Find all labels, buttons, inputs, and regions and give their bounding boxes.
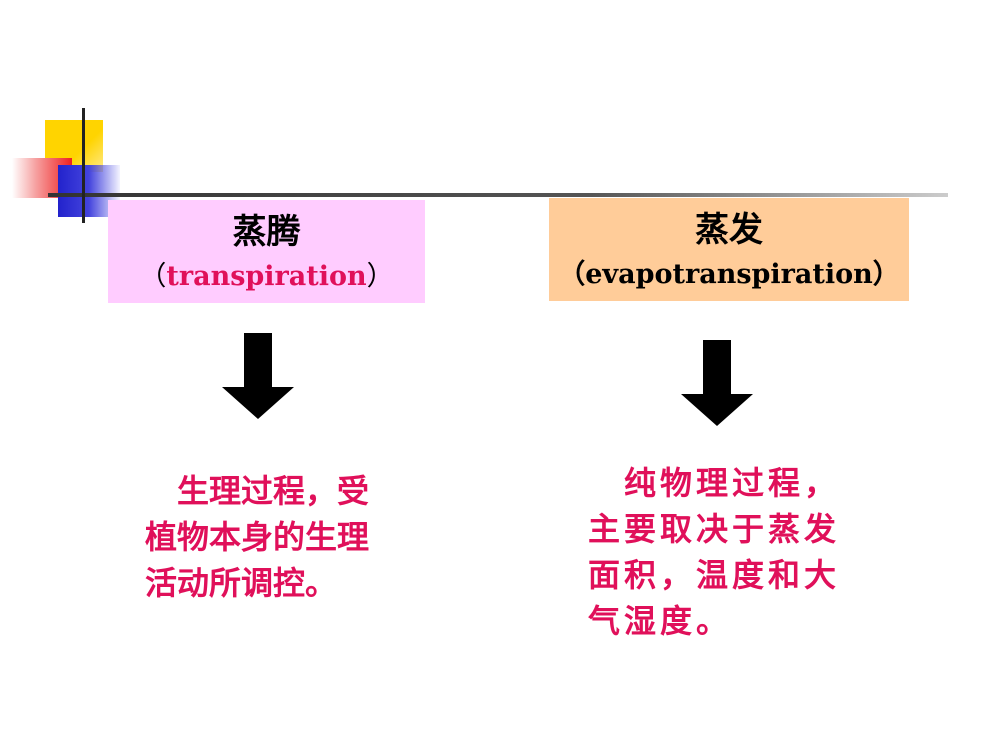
evapotranspiration-box: 蒸发 （evapotranspiration） — [549, 198, 909, 301]
desc-line: 纯物理过程， — [588, 464, 841, 502]
header-divider-line — [48, 193, 948, 197]
subtitle-open-paren: （ — [139, 261, 167, 292]
down-arrow-icon — [681, 340, 753, 426]
transpiration-box: 蒸腾 （transpiration） — [108, 200, 425, 303]
evapotranspiration-title: 蒸发 — [695, 210, 763, 250]
transpiration-title: 蒸腾 — [232, 212, 301, 252]
evapotranspiration-description: 纯物理过程， 主要取决于蒸发 面积，温度和大 气湿度。 — [588, 460, 888, 644]
desc-line: 植物本身的生理 — [145, 518, 370, 556]
transpiration-description: 生理过程，受 植物本身的生理 活动所调控。 — [145, 468, 425, 606]
down-arrow-icon — [222, 333, 294, 419]
desc-line: 主要取决于蒸发 — [588, 510, 841, 548]
desc-line: 气湿度。 — [588, 602, 733, 640]
desc-line: 生理过程，受 — [145, 472, 370, 510]
decor-vertical-line — [82, 108, 85, 223]
desc-line: 面积，温度和大 — [588, 556, 841, 594]
evapotranspiration-subtitle: （evapotranspiration） — [558, 259, 900, 290]
desc-line: 活动所调控。 — [145, 564, 338, 602]
transpiration-term: transpiration — [166, 261, 367, 292]
subtitle-close-paren: ） — [366, 261, 394, 292]
transpiration-subtitle: （transpiration） — [108, 260, 425, 294]
